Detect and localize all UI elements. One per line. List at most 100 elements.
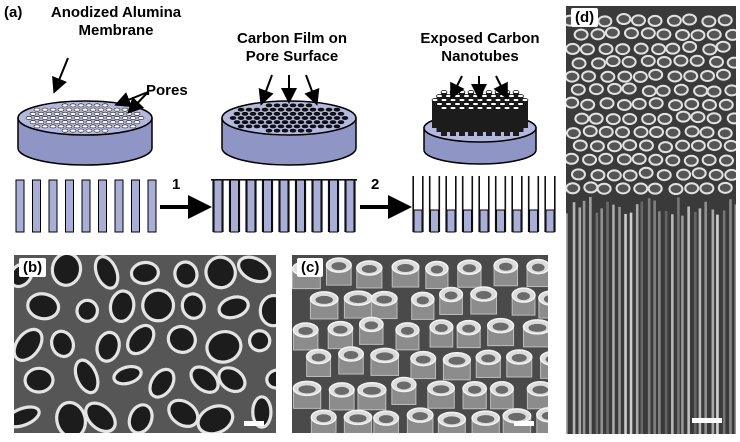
nanotube (486, 108, 492, 136)
tube-opening (316, 414, 332, 423)
alumina-wall (413, 209, 423, 233)
pore-opening (217, 366, 247, 394)
nanotube-opening (490, 102, 497, 106)
tube-tip (641, 112, 657, 125)
tube-tip (623, 27, 639, 40)
nanotube-opening (449, 98, 457, 102)
tube-tip (590, 28, 606, 41)
pore (57, 124, 65, 129)
tube-tip (616, 153, 632, 166)
pore (333, 116, 341, 120)
nanotube-opening (517, 94, 524, 98)
pore (281, 111, 289, 116)
tube-opening (477, 415, 495, 424)
pore (257, 120, 265, 125)
tube-tip (724, 168, 736, 181)
tube-tip (668, 183, 684, 196)
pores-caption: Pores (146, 82, 188, 99)
tube-tip (641, 85, 657, 98)
pore (297, 103, 305, 108)
nanotube (517, 104, 524, 132)
pore (229, 116, 237, 120)
tube-tip (693, 84, 709, 97)
nanotube-opening (490, 94, 497, 98)
carbon-film (278, 180, 280, 232)
alumina-wall (463, 209, 472, 233)
tube-opening (462, 324, 476, 333)
pore (269, 116, 277, 120)
carbon-film-caption-line2: Pore Surface (245, 48, 339, 65)
pore (305, 111, 313, 116)
exposed-nanotubes-caption: Exposed Carbon Nanotubes (400, 30, 560, 66)
alumina-wall (48, 179, 58, 233)
alumina-wall (98, 179, 107, 233)
pore (265, 120, 273, 125)
tube-opening (541, 411, 548, 420)
pore (105, 107, 113, 112)
tube-opening (543, 295, 548, 303)
tube-tip (706, 28, 722, 41)
pore (317, 124, 325, 129)
nanotube (477, 108, 483, 136)
tube-opening (298, 385, 316, 394)
nanotube-opening (499, 102, 506, 106)
tube-opening (517, 292, 530, 301)
tube-tip (566, 127, 581, 140)
carbon-film (255, 180, 257, 232)
tube-tip (631, 152, 647, 165)
pore-opening (84, 401, 117, 433)
tube-tip (581, 70, 597, 83)
alumina-wall (545, 209, 555, 233)
alumina-wall (32, 179, 41, 233)
coated-cross-section (211, 179, 357, 233)
pore (109, 120, 117, 125)
tube-tip (616, 13, 632, 26)
carbon-nanotube-wall (544, 176, 546, 232)
pore (261, 107, 269, 112)
pore (237, 124, 245, 129)
carbon-film (271, 180, 274, 232)
pore (77, 120, 85, 125)
pore (249, 120, 257, 125)
tube-tip (600, 70, 616, 83)
pore (301, 124, 309, 129)
pore (309, 116, 317, 120)
tube-wall (664, 211, 668, 434)
pore (57, 107, 65, 112)
tube-opening (481, 354, 496, 363)
pore (293, 116, 301, 120)
pore (137, 116, 145, 120)
nanotube-opening (476, 106, 484, 110)
tube-tip (638, 139, 654, 152)
tube-tip (684, 125, 700, 138)
tube-tip (708, 168, 724, 181)
tube-tip (655, 84, 671, 97)
tube-tip (622, 113, 638, 126)
pore (301, 107, 309, 112)
carbon-film (294, 180, 297, 232)
carbon-film (321, 180, 323, 232)
pore (285, 116, 293, 120)
pore (61, 103, 69, 108)
tube-wall (734, 204, 736, 434)
pore (273, 120, 281, 125)
tube-wall (572, 202, 576, 434)
tube-tip (666, 14, 682, 27)
tube-tip (566, 96, 580, 109)
panel-b-label: (b) (19, 258, 47, 277)
pore (37, 111, 45, 116)
tube-tip (615, 182, 631, 195)
pore (273, 103, 281, 108)
carbon-nanotube-wall (488, 176, 490, 232)
pore (261, 116, 269, 120)
tube-opening (511, 353, 527, 362)
nanotube-opening (463, 102, 470, 106)
pore (325, 116, 333, 120)
nanotube-opening (431, 98, 439, 102)
pore (105, 124, 113, 129)
tube-tip (633, 126, 649, 139)
pore (281, 128, 289, 133)
tube-opening (412, 412, 428, 421)
tube-wall (647, 198, 651, 434)
pore (277, 107, 285, 112)
